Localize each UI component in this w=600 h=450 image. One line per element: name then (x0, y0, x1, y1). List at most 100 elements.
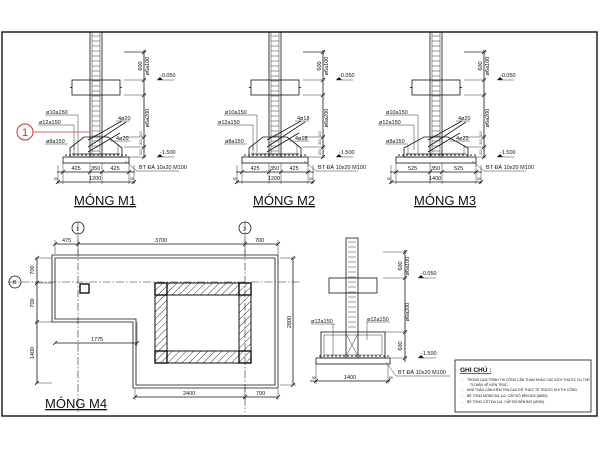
rebar-dot (292, 154, 294, 156)
rebar-dot (248, 154, 250, 156)
rebar-dot (446, 154, 448, 156)
rebar-dot (272, 154, 274, 156)
rebar-dot (244, 154, 246, 156)
rebar-dot (426, 154, 428, 156)
dimension-tick (52, 340, 58, 346)
rebar-dot (268, 154, 270, 156)
rebar-dot (300, 154, 302, 156)
lean-concrete-label: BT ĐÁ 10x20 M100 (486, 164, 534, 171)
rebar-dot (458, 154, 460, 156)
dimension-tick (242, 241, 248, 247)
dim-left-0: 700 (30, 265, 36, 274)
dim-c: 200 (479, 149, 483, 155)
dimension-tick (478, 179, 484, 185)
note-item: BÊ TÔNG MÓNG ĐÁ 1x2- CẤP ĐỘ BỀN B20 (M25… (467, 393, 548, 398)
corner-column (154, 350, 168, 364)
dim-edge: 50 (389, 376, 393, 380)
rebar-dot (81, 154, 83, 156)
dim-left: 425 (251, 166, 260, 172)
level-marker-icon (336, 77, 342, 80)
tie-beam (71, 79, 121, 96)
column (345, 237, 359, 359)
dim-b: 300 (139, 139, 143, 145)
note-item: BÊ TÔNG CỘT ĐÁ 1x2- CẤP ĐỘ BỀN B20 (M250… (467, 399, 545, 404)
rebar-dot (327, 355, 329, 357)
dim-left-2: 1400 (30, 347, 36, 359)
note-bullet: - (462, 388, 463, 392)
bar-label-top: 4ø18 (297, 116, 310, 122)
diagonal-rebar (427, 132, 461, 153)
rebar-label-right: ø12a150 (367, 317, 389, 323)
notes-heading: GHI CHÚ : (460, 365, 491, 374)
dim-edge: 50 (477, 177, 481, 181)
axis-label-b: B (13, 280, 17, 286)
tie-beam (411, 79, 461, 96)
dim-a: 100 (318, 131, 322, 137)
level-bottom: -1.500 (500, 150, 516, 156)
dim-bottom-1: 700 (256, 391, 265, 397)
level-marker-icon (157, 154, 163, 157)
leader (385, 361, 397, 377)
rebar-dot (73, 154, 75, 156)
dim-right: 525 (454, 166, 463, 172)
callout-marker: 1 (16, 123, 90, 141)
dim-edge: 50 (309, 177, 313, 181)
rebar-label-left: ø12a150 (311, 319, 333, 325)
dim-left: 425 (72, 166, 81, 172)
dimension-tick (473, 169, 479, 175)
diagonal-rebar (87, 121, 127, 148)
dim-right: 425 (111, 166, 120, 172)
dimension-tick (439, 169, 445, 175)
dimension-tick (275, 394, 281, 400)
rebar-label-top: ø10a150 (46, 110, 68, 116)
tie-beam (250, 79, 300, 96)
level-bottom: -1.500 (421, 351, 437, 357)
rebar-dot (402, 154, 404, 156)
rebar-dot (288, 154, 290, 156)
rebar-label-mid: ø12a150 (218, 120, 240, 126)
dim-edge: 50 (54, 177, 58, 181)
rebar-dot (466, 154, 468, 156)
rebar-dot (383, 355, 385, 357)
rebar-label-bottom: ø8a150 (46, 139, 65, 145)
rebar-dot (101, 154, 103, 156)
rebar-dot (109, 154, 111, 156)
level-marker-icon (157, 77, 163, 80)
dimension-tick (266, 169, 272, 175)
rebar-dot (418, 154, 420, 156)
dim-middle: 350 (91, 166, 100, 172)
rebar-label-bottom: ø8a150 (386, 139, 405, 145)
column-square (79, 283, 90, 294)
level-bottom: -1.500 (160, 150, 176, 156)
dim-right: 2800 (287, 316, 293, 328)
level-marker-icon (418, 275, 424, 278)
rebar-dot (474, 154, 476, 156)
note-bullet: - (462, 400, 463, 404)
rebar-dot (93, 154, 95, 156)
rebar-dot (335, 355, 337, 357)
axis-bubble-1 (71, 221, 85, 235)
dim-edge: 50 (130, 177, 134, 181)
corner-column (154, 282, 168, 296)
rebar-dot (85, 154, 87, 156)
rebar-dot (442, 154, 444, 156)
diagonal-rebar (87, 120, 123, 141)
dim-total: 1400 (344, 375, 356, 381)
dim-inner: 1775 (91, 337, 103, 343)
rebar-dot (319, 355, 321, 357)
rebar-dot (260, 154, 262, 156)
dimension-tick (34, 255, 40, 261)
corner-column (238, 350, 252, 364)
axis-label-2: 2 (243, 227, 246, 233)
dim-total: 1200 (89, 176, 101, 182)
axis-label-1: 1 (76, 227, 79, 233)
note-item: NHÀ THẦU CẦN KIỂM TRA CAO ĐỘ THỰC TẾ TRƯ… (467, 387, 578, 392)
lean-concrete-slab (241, 156, 309, 164)
dimension-tick (239, 169, 245, 175)
rebar-label-mid: ø12a150 (379, 120, 401, 126)
section-title: MÓNG M3 (414, 193, 476, 208)
bar-label-bottom: 4ø20 (116, 136, 129, 142)
diagonal-rebar (427, 121, 467, 148)
dimension-tick (34, 380, 40, 386)
